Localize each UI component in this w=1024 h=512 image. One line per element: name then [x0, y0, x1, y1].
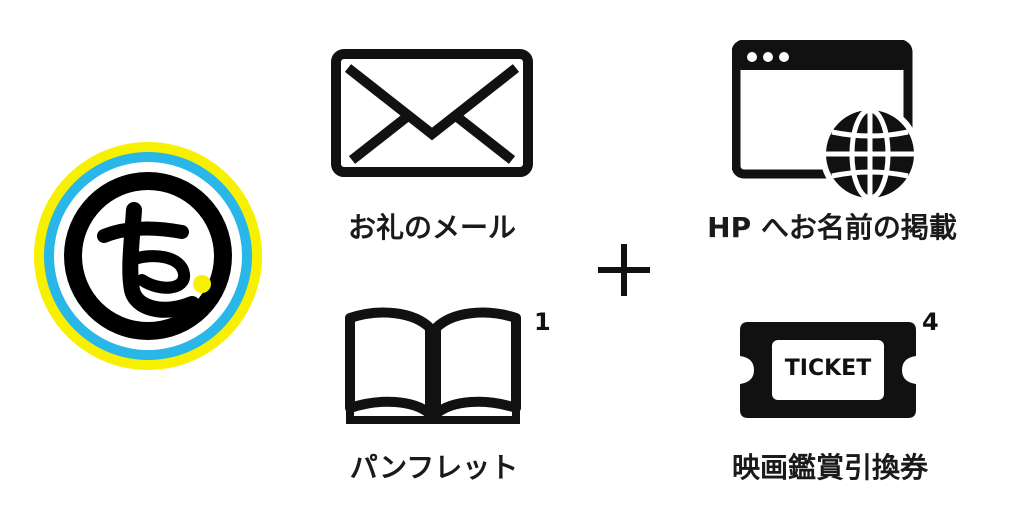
browser-globe-icon	[732, 40, 920, 202]
mail-label: お礼のメール	[347, 211, 517, 244]
envelope-icon	[331, 49, 533, 177]
circle-emblem-logo	[34, 142, 262, 370]
plus-icon	[598, 244, 650, 296]
ticket-text: TICKET	[784, 356, 872, 381]
ticket-label: 映画鑑賞引換券	[731, 451, 929, 484]
ticket-icon	[740, 322, 916, 418]
pamphlet-label: パンフレット	[349, 451, 519, 484]
open-book-icon	[345, 307, 521, 424]
ticket-badge: 4	[922, 308, 939, 336]
web-label: HP へお名前の掲載	[707, 211, 957, 244]
pamphlet-badge: 1	[534, 308, 551, 336]
